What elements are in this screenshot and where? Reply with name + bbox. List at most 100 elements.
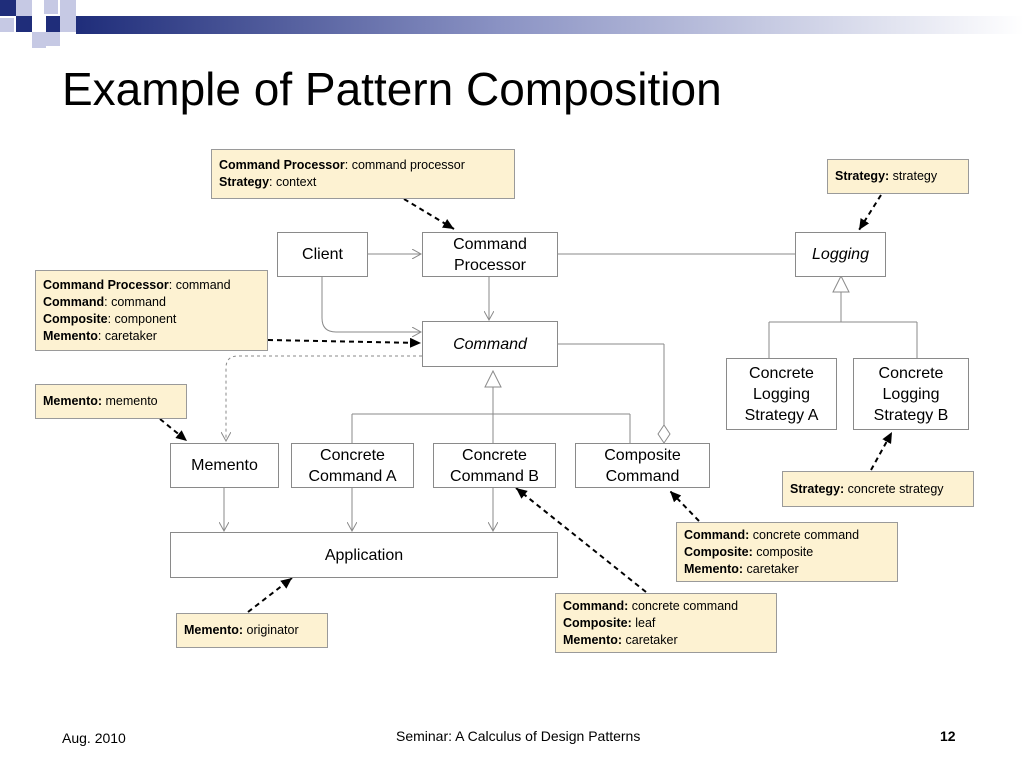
- footer-date: Aug. 2010: [62, 730, 126, 746]
- note-line: Composite: composite: [684, 544, 890, 561]
- label-line: Concrete: [749, 364, 814, 382]
- inheritance-triangle-logging: [832, 274, 850, 293]
- note-role: Command Processor: [43, 277, 169, 292]
- note-command-processor: Command Processor: command processor Str…: [211, 149, 515, 199]
- class-memento-label: Memento: [191, 457, 258, 474]
- note-sep: :: [97, 328, 105, 343]
- note-memento: Memento: memento: [35, 384, 187, 419]
- class-client: Client: [277, 232, 368, 277]
- label-line: Concrete: [878, 364, 944, 382]
- label-line: Command: [453, 235, 527, 253]
- dependency-command-memento: [226, 355, 422, 441]
- label-line: Command: [605, 467, 680, 485]
- class-command-processor-label: Command Processor: [453, 234, 527, 276]
- note-command: Command Processor: command Command: comm…: [35, 270, 268, 351]
- note-role: Command Processor: [219, 158, 345, 172]
- note-line: Memento: caretaker: [43, 328, 260, 345]
- class-concrete-logging-a-label: Concrete Logging Strategy A: [745, 363, 819, 426]
- note-value: concrete command: [631, 598, 739, 613]
- deco-square: [0, 18, 14, 32]
- class-command-processor: Command Processor: [422, 232, 558, 277]
- label-line: Logging: [882, 385, 940, 403]
- note-value: command processor: [351, 158, 465, 172]
- header-decoration: [0, 0, 1024, 48]
- note-arrow-concrete-command-b: [515, 487, 647, 593]
- note-sep: :: [344, 158, 352, 172]
- note-arrow-command-processor: [403, 198, 455, 230]
- note-line: Strategy: concrete strategy: [790, 481, 966, 498]
- note-value: strategy: [892, 169, 938, 183]
- note-role: Memento:: [184, 623, 244, 637]
- class-concrete-logging-strategy-b: Concrete Logging Strategy B: [853, 358, 969, 430]
- note-role: Strategy: [219, 175, 270, 189]
- note-line: Strategy: strategy: [835, 168, 961, 185]
- note-value: originator: [246, 623, 299, 637]
- note-arrow-command: [267, 337, 422, 348]
- note-role: Composite:: [684, 544, 753, 559]
- class-concrete-command-a-label: Concrete Command A: [308, 445, 396, 487]
- note-role: Command:: [684, 527, 750, 542]
- note-arrow-memento: [159, 418, 188, 442]
- note-arrow-concrete-strategy: [870, 431, 893, 471]
- deco-square: [0, 0, 16, 16]
- header-gradient-bar: [76, 16, 1024, 34]
- deco-square: [16, 16, 32, 32]
- deco-square: [46, 16, 60, 32]
- note-line: Command: concrete command: [563, 598, 769, 615]
- note-sep: :: [269, 175, 276, 189]
- note-role: Memento:: [684, 561, 744, 576]
- deco-square: [16, 0, 32, 16]
- note-role: Composite:: [563, 615, 632, 630]
- note-value: leaf: [635, 615, 656, 630]
- deco-square: [60, 0, 76, 16]
- note-line: Strategy: context: [219, 174, 507, 191]
- label-line: Command A: [308, 467, 397, 485]
- note-role: Command: [43, 294, 105, 309]
- class-client-label: Client: [302, 246, 343, 263]
- note-value: command: [111, 294, 166, 309]
- note-role: Memento: [43, 328, 98, 343]
- note-line: Memento: originator: [184, 622, 320, 639]
- deco-square: [46, 32, 60, 46]
- note-arrow-composite-command: [669, 490, 700, 522]
- deco-square: [44, 0, 58, 14]
- deco-square: [60, 16, 76, 32]
- note-value: composite: [756, 544, 814, 559]
- class-logging: Logging: [795, 232, 886, 277]
- note-role: Strategy:: [790, 481, 845, 496]
- class-memento: Memento: [170, 443, 279, 488]
- note-line: Command Processor: command processor: [219, 157, 507, 174]
- class-concrete-command-b-label: Concrete Command B: [450, 445, 539, 487]
- note-line: Composite: component: [43, 311, 260, 328]
- note-value: memento: [105, 394, 158, 408]
- note-sep: :: [107, 311, 115, 326]
- class-composite-command: Composite Command: [575, 443, 710, 488]
- note-arrow-strategy: [858, 194, 882, 231]
- aggregation-diamond: [657, 424, 671, 444]
- note-line: Memento: caretaker: [563, 632, 769, 649]
- class-concrete-logging-strategy-a: Concrete Logging Strategy A: [726, 358, 837, 430]
- note-value: component: [114, 311, 177, 326]
- note-concrete-command-b: Command: concrete command Composite: lea…: [555, 593, 777, 653]
- note-line: Command: command: [43, 294, 260, 311]
- note-role: Composite: [43, 311, 108, 326]
- note-sep: :: [104, 294, 112, 309]
- class-application-label: Application: [324, 546, 404, 564]
- note-value: caretaker: [104, 328, 157, 343]
- note-value: concrete command: [752, 527, 860, 542]
- note-arrow-originator: [247, 577, 293, 613]
- label-line: Strategy A: [744, 406, 819, 424]
- note-value: concrete strategy: [847, 481, 944, 496]
- class-command-label: Command: [453, 335, 527, 353]
- class-concrete-command-a: Concrete Command A: [291, 443, 414, 488]
- note-line: Command: concrete command: [684, 527, 890, 544]
- class-composite-command-label: Composite Command: [604, 445, 680, 487]
- label-line: Concrete: [320, 446, 385, 464]
- class-concrete-command-b: Concrete Command B: [433, 443, 556, 488]
- note-line: Command Processor: command: [43, 277, 260, 294]
- class-command: Command: [422, 321, 558, 367]
- slide-title: Example of Pattern Composition: [62, 63, 722, 115]
- class-application: Application: [170, 532, 558, 578]
- note-line: Memento: caretaker: [684, 561, 890, 578]
